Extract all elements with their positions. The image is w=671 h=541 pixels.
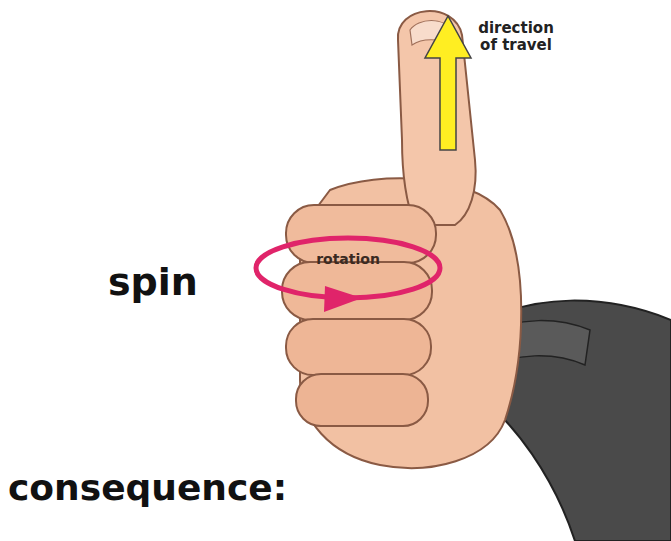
- rotation-arrowhead: [324, 286, 362, 312]
- finger: [286, 319, 431, 375]
- direction-label: direction of travel: [476, 20, 556, 55]
- consequence-label: consequence:: [8, 468, 408, 508]
- rotation-ellipse: [256, 238, 440, 298]
- thumb: [398, 11, 476, 225]
- finger: [296, 374, 428, 426]
- spin-label: spin: [108, 262, 238, 304]
- rotation-label: rotation: [300, 252, 396, 267]
- travel-arrow: [425, 16, 471, 150]
